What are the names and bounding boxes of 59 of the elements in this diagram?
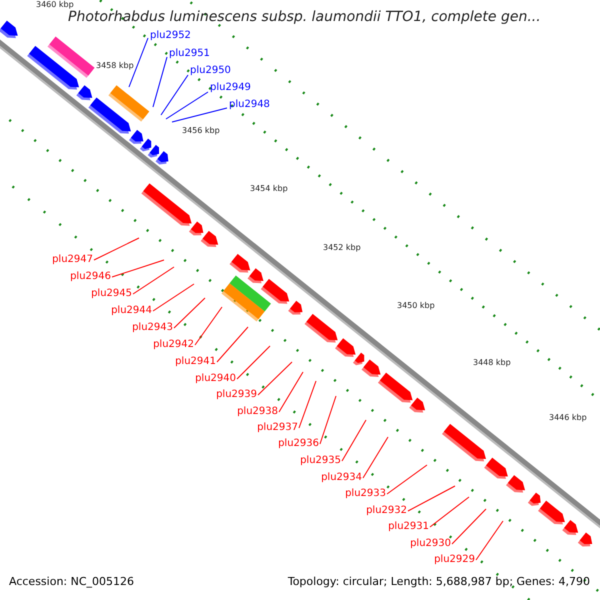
gene-label: plu2944	[111, 306, 152, 316]
gene-label: plu2946	[70, 272, 111, 282]
gene-label: plu2943	[132, 323, 173, 333]
leader-line	[386, 464, 428, 494]
leader-line	[430, 496, 470, 528]
leader-line	[320, 396, 336, 444]
gene-label: plu2936	[278, 439, 319, 449]
gene-label: plu2938	[237, 407, 278, 417]
gene-label: plu2939	[216, 390, 257, 400]
gene-label: plu2940	[195, 374, 236, 384]
gene-label: plu2948	[229, 100, 270, 110]
leader-line	[112, 260, 164, 278]
leader-line	[166, 92, 208, 120]
leader-line	[174, 298, 206, 328]
gene-label: plu2931	[388, 522, 429, 532]
gene-label: plu2945	[91, 289, 132, 299]
footer-text: Topology: circular; Length: 5,688,987 bp; Genes: 4,790	[288, 576, 590, 587]
leader-line	[152, 56, 168, 108]
leader-line	[216, 326, 248, 362]
leader-line	[298, 380, 316, 428]
scale-label: 3458 kbp	[96, 62, 134, 70]
scale-label: 3456 kbp	[182, 127, 220, 135]
leader-line	[362, 436, 388, 478]
scale-label: 3450 kbp	[397, 302, 435, 310]
title: Photorhabdus luminescens subsp. laumondii TTO1, complete gen...	[68, 10, 541, 24]
scale-label: 3454 kbp	[250, 185, 288, 193]
leader-line	[258, 362, 292, 396]
leader-line	[152, 284, 194, 312]
gene-label: plu2933	[345, 489, 386, 499]
gene-label: plu2934	[321, 473, 362, 483]
leader-line	[172, 108, 228, 122]
gene-label: plu2952	[150, 31, 191, 41]
gene-label: plu2935	[300, 456, 341, 466]
leader-line	[408, 486, 456, 512]
gene-label: plu2949	[210, 83, 251, 93]
gene-label: plu2932	[366, 506, 407, 516]
leader-line	[128, 38, 148, 88]
leader-line	[94, 238, 140, 260]
leader-line	[194, 306, 222, 346]
scale-label: 3460 kbp	[36, 1, 74, 9]
leader-line	[132, 266, 174, 294]
footer-text: Accession: NC_005126	[9, 576, 134, 587]
leader-line	[342, 420, 366, 462]
leader-line	[160, 74, 188, 116]
leader-line	[476, 520, 504, 560]
leader-line	[236, 346, 270, 380]
gene-label: plu2942	[153, 340, 194, 350]
scale-label: 3446 kbp	[549, 414, 587, 422]
gene-label: plu2951	[169, 49, 210, 59]
gene-label: plu2947	[52, 255, 93, 265]
gene-label: plu2929	[434, 555, 475, 565]
scale-label: 3452 kbp	[323, 244, 361, 252]
gene-label: plu2930	[410, 539, 451, 549]
leader-line	[278, 372, 304, 412]
gene-label: plu2937	[257, 423, 298, 433]
leader-line	[452, 508, 486, 544]
gene-label: plu2950	[190, 66, 231, 76]
scale-label: 3448 kbp	[473, 359, 511, 367]
gene-label: plu2941	[175, 357, 216, 367]
